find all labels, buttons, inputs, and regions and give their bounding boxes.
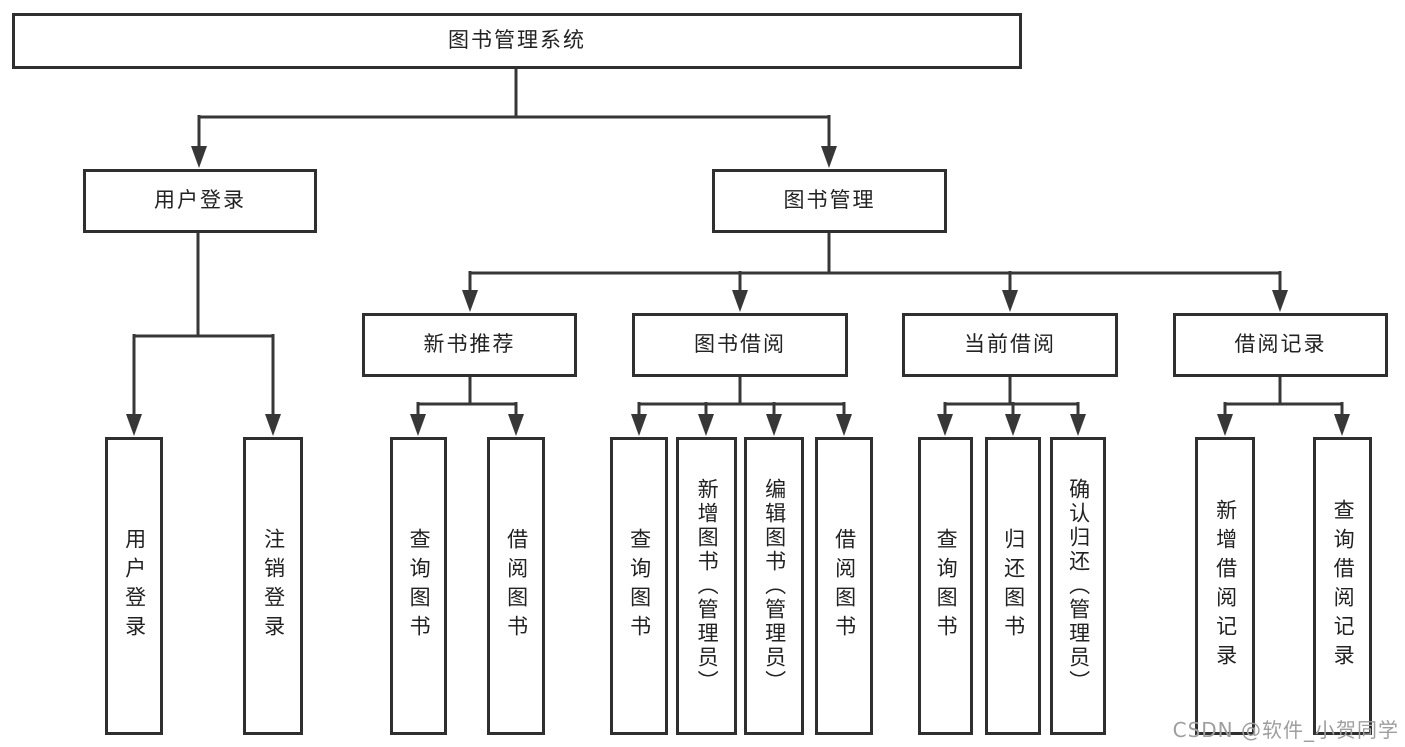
arrowhead [508,414,524,436]
connector-book-management-to-level3 [468,233,1282,293]
arrowhead [766,414,782,436]
leaf-logout: 注销登录 [243,437,303,735]
arrowhead [1002,290,1018,312]
arrowhead [836,414,852,436]
arrowhead [821,146,837,168]
arrowhead [126,414,142,436]
leaf-query-books-borrowing: 查询图书 [610,437,668,735]
arrowhead [1272,290,1288,312]
leaf-query-books-recommend: 查询图书 [390,437,447,735]
csdn-watermark: CSDN @软件_小贺同学 [1172,718,1399,742]
arrowhead [191,146,207,168]
arrowhead [631,414,647,436]
leaf-query-borrow-record: 查询借阅记录 [1313,437,1372,735]
leaf-borrow-books-recommend: 借阅图书 [487,437,545,735]
arrowhead [1070,414,1086,436]
node-book-management: 图书管理 [712,169,947,233]
node-library-management-system: 图书管理系统 [12,13,1022,69]
arrowhead [732,290,748,312]
arrowhead [410,414,426,436]
connector-book-borrowing-to-leaves [637,377,846,418]
leaf-query-books-current: 查询图书 [918,437,973,735]
connector-user-login-to-leaves [132,233,275,418]
arrowhead [1334,414,1350,436]
connector-new-book-to-leaves [416,377,518,418]
node-new-book-recommend: 新书推荐 [362,313,577,377]
leaf-return-book: 归还图书 [985,437,1041,735]
connector-current-borrowing-to-leaves [943,377,1080,418]
node-borrow-records: 借阅记录 [1173,313,1388,377]
connector-borrow-records-to-leaves [1223,377,1344,418]
node-current-borrowing: 当前借阅 [902,313,1118,377]
leaf-user-login: 用户登录 [105,437,163,735]
arrowhead [1005,414,1021,436]
connector-root-to-level2 [197,69,831,150]
node-user-login: 用户登录 [83,169,317,233]
arrowhead [698,414,714,436]
node-book-borrowing: 图书借阅 [632,313,848,377]
leaf-confirm-return-admin: 确认归还（管理员） [1050,437,1106,735]
arrowhead [1217,414,1233,436]
leaf-borrow-books: 借阅图书 [815,437,873,735]
leaf-edit-book-admin: 编辑图书（管理员） [744,437,804,735]
arrowhead [462,290,478,312]
arrowhead [265,414,281,436]
arrowhead [937,414,953,436]
leaf-add-borrow-record: 新增借阅记录 [1195,437,1255,735]
leaf-add-book-admin: 新增图书（管理员） [676,437,737,735]
